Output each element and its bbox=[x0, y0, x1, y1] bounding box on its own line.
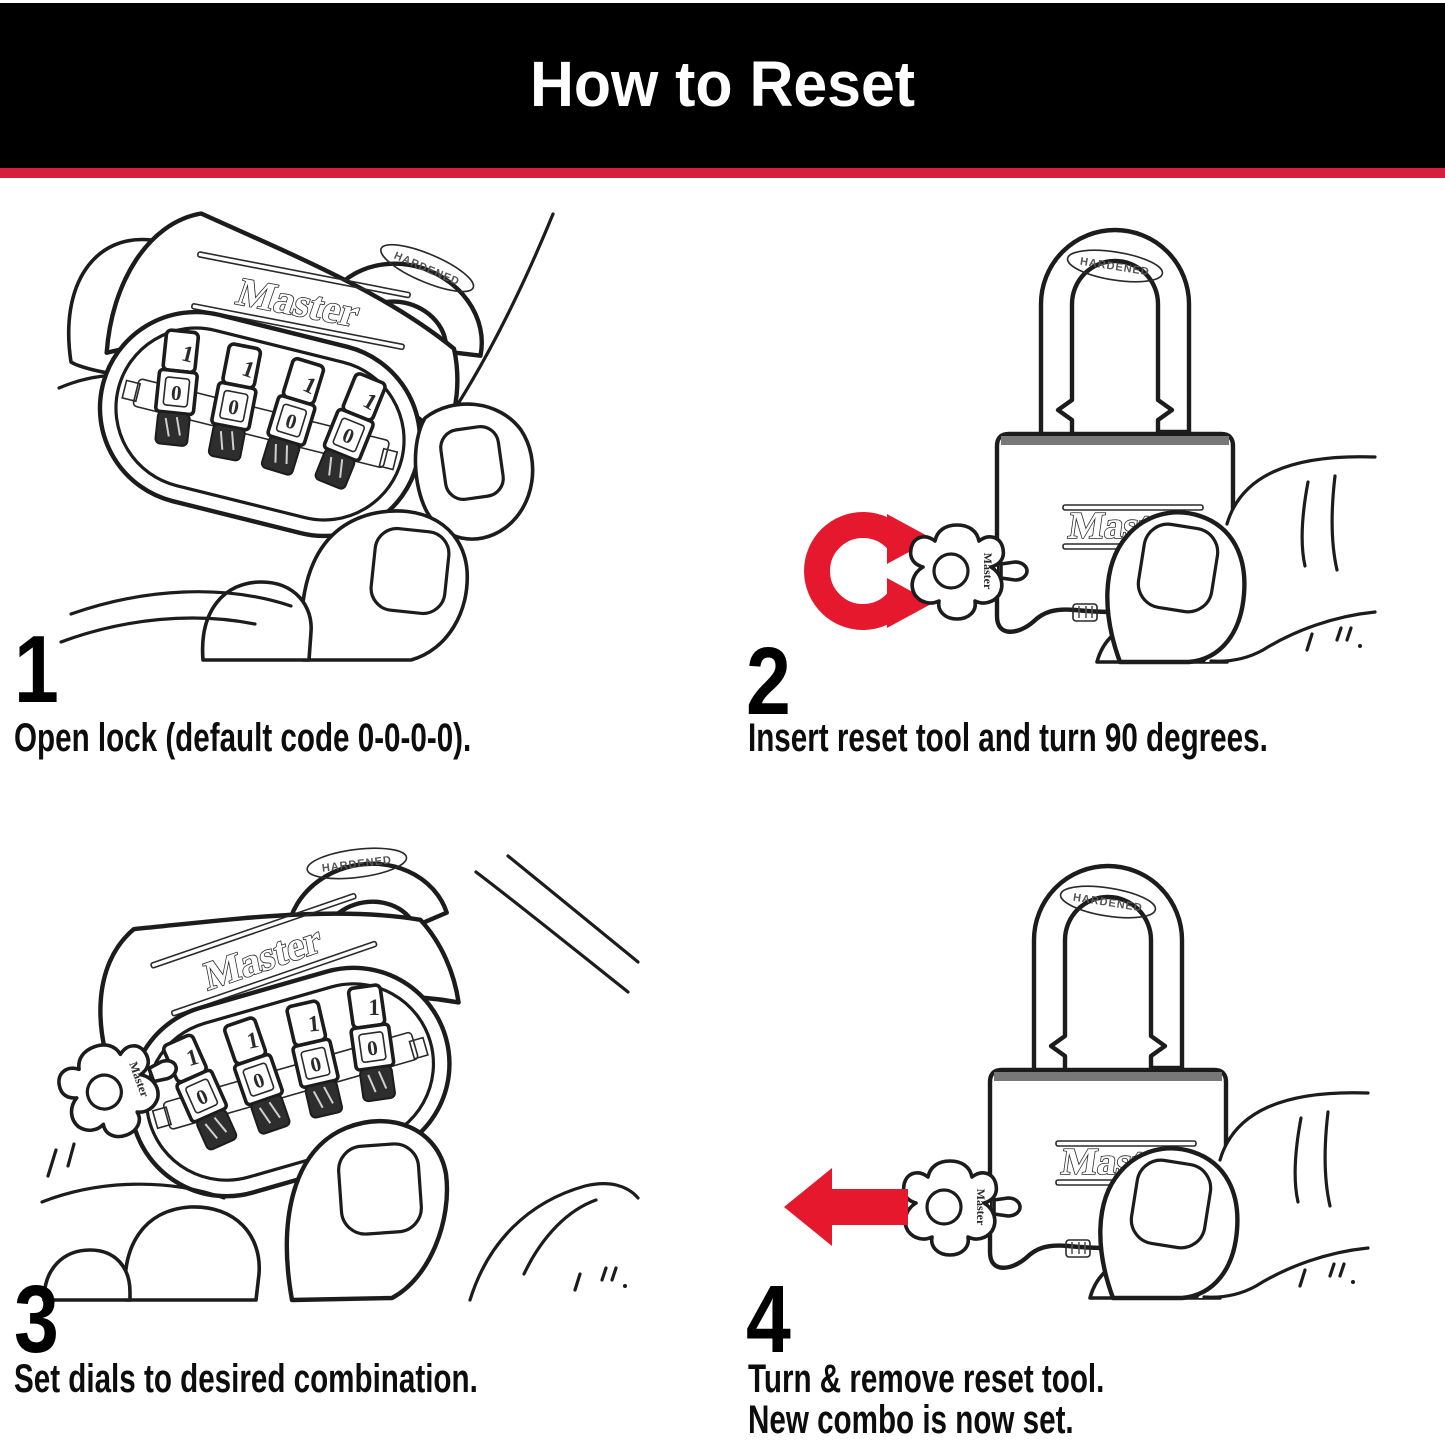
padlock-front-view: HARDENED Master Master bbox=[908, 227, 1377, 665]
palm-line bbox=[40, 1182, 226, 1204]
step1-illustration: HARDENED Master bbox=[57, 211, 555, 662]
step4-caption-line1: Turn & remove reset tool. bbox=[748, 1357, 1105, 1401]
finger-line bbox=[506, 854, 640, 964]
step2-number: 2 bbox=[746, 628, 791, 735]
step4-caption: Turn & remove reset tool. New combo is n… bbox=[748, 1359, 1104, 1441]
thumb bbox=[1105, 510, 1247, 665]
step2-illustration: HARDENED Master Master bbox=[804, 227, 1377, 665]
step4-caption-line2: New combo is now set. bbox=[748, 1398, 1074, 1442]
svg-text:0: 0 bbox=[226, 394, 241, 420]
left-arrow-icon bbox=[784, 1168, 908, 1246]
fingertip bbox=[200, 580, 313, 662]
step4-illustration bbox=[784, 850, 1368, 1300]
thumbnail bbox=[337, 1142, 423, 1236]
header-bar bbox=[0, 3, 1445, 168]
crease-line bbox=[46, 1142, 76, 1178]
palm-line bbox=[59, 616, 257, 644]
accent-stripe bbox=[0, 168, 1445, 178]
step3-caption: Set dials to desired combination. bbox=[14, 1357, 478, 1401]
step3-illustration bbox=[40, 850, 640, 1303]
page-title: How to Reset bbox=[529, 48, 916, 120]
body-top-plate bbox=[1001, 436, 1229, 445]
svg-text:0: 0 bbox=[170, 380, 183, 405]
thumb bbox=[299, 509, 470, 662]
fingernail bbox=[439, 425, 505, 501]
step1-number: 1 bbox=[14, 616, 59, 723]
rotate-arrow-icon bbox=[804, 512, 933, 630]
tool-hole bbox=[932, 552, 970, 590]
dial-face-inner-rim bbox=[114, 326, 406, 522]
palm-line bbox=[69, 590, 293, 616]
fingertip bbox=[123, 1205, 261, 1302]
combination-dials[interactable]: 1 0 1 0 bbox=[137, 324, 391, 495]
finger-line bbox=[474, 870, 630, 994]
fingertip bbox=[42, 1248, 132, 1302]
hand bbox=[468, 1182, 640, 1302]
hand bbox=[1205, 455, 1377, 663]
step2-caption: Insert reset tool and turn 90 degrees. bbox=[748, 716, 1268, 760]
dial-slide-bar bbox=[121, 378, 399, 471]
thumbnail bbox=[1136, 522, 1220, 614]
thumb[interactable] bbox=[284, 1118, 450, 1303]
step1-caption: Open lock (default code 0-0-0-0). bbox=[14, 716, 472, 760]
tool-brand: Master bbox=[981, 553, 995, 590]
reset-tool[interactable]: Master bbox=[908, 523, 1029, 621]
padlock-bottom-view: HARDENED Master bbox=[97, 211, 484, 539]
brand-logo: Master bbox=[191, 251, 411, 351]
step4-number: 4 bbox=[746, 1266, 791, 1373]
step3-number: 3 bbox=[14, 1266, 59, 1373]
thumbnail bbox=[369, 526, 451, 616]
finger-line bbox=[443, 212, 555, 426]
